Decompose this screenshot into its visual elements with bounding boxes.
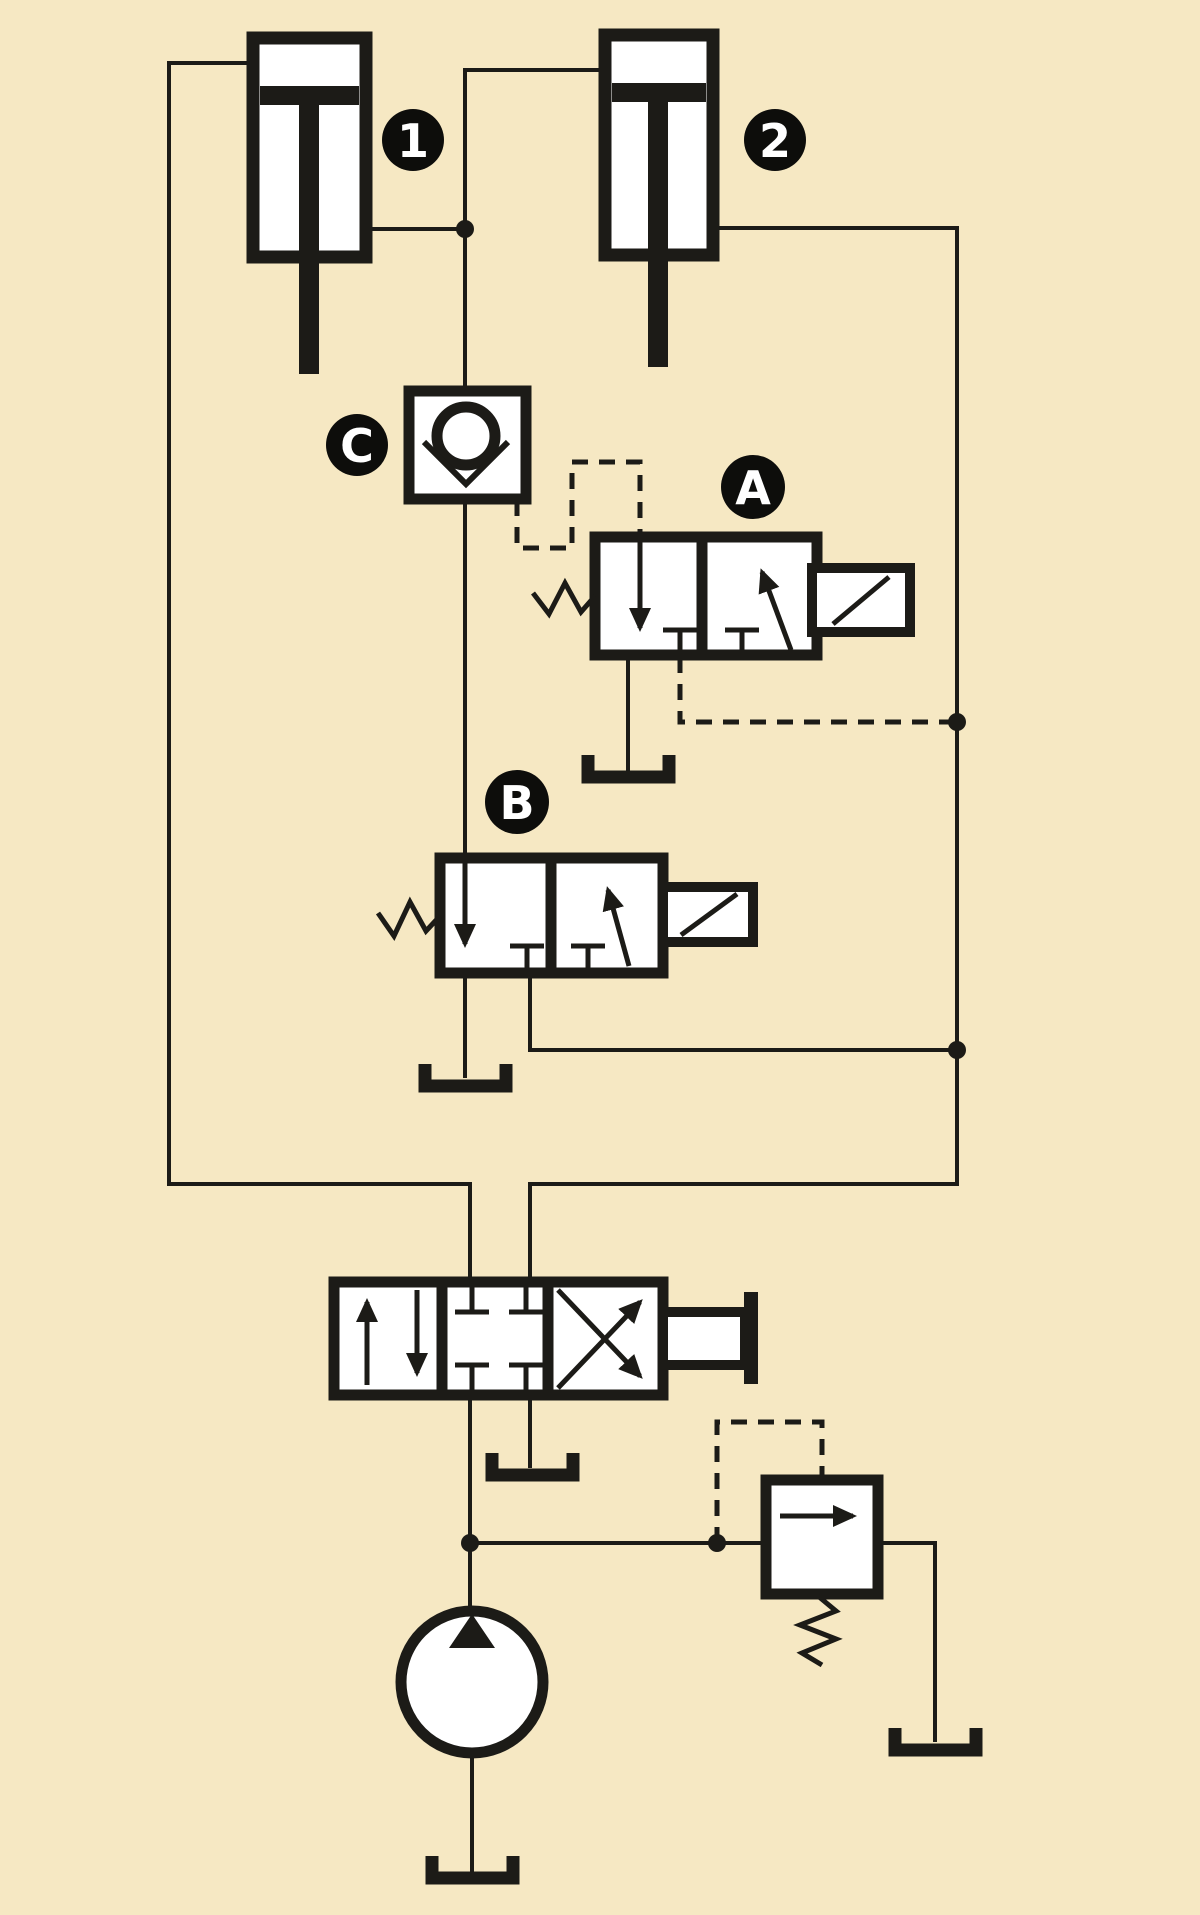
- piping: [167, 61, 959, 1872]
- valve-b-path-diagonal: [602, 886, 632, 967]
- label-cylinder-2: 2: [744, 109, 806, 171]
- valve-a: [531, 531, 915, 661]
- relief-valve: [760, 1474, 884, 1668]
- tank-pump: [425, 1856, 520, 1885]
- label-check-valve-c: C: [326, 414, 388, 476]
- pilot-line-c-to-a: [514, 459, 643, 551]
- label-cylinder-2-text: 2: [759, 114, 791, 168]
- directional-valve-closed-center: [455, 1284, 543, 1393]
- label-cylinder-1: 1: [382, 109, 444, 171]
- pilot-line-relief: [714, 1419, 825, 1543]
- label-valve-a: A: [721, 455, 785, 519]
- tank-symbols: [418, 755, 983, 1885]
- pipe-relief-out: [877, 1541, 937, 1742]
- cylinder-2: [598, 28, 720, 367]
- junction-relief-pilot: [708, 1534, 726, 1552]
- check-valve-c: [403, 385, 532, 505]
- valve-a-spring: [531, 577, 597, 619]
- junction-pilot-sense: [948, 713, 966, 731]
- cylinder-1: [246, 31, 373, 374]
- relief-valve-spring: [793, 1594, 843, 1668]
- label-cylinder-1-text: 1: [397, 114, 429, 168]
- tank-directional-valve: [485, 1453, 580, 1482]
- directional-valve: [328, 1276, 758, 1401]
- junction-b-out: [948, 1041, 966, 1059]
- directional-valve-cross-2: [556, 1288, 643, 1379]
- pipe-node-riser: [463, 68, 605, 392]
- label-valve-b: B: [485, 770, 549, 834]
- valve-b-blocked-port-right: [571, 943, 605, 971]
- label-valve-b-text: B: [499, 776, 534, 830]
- directional-valve-actuator: [658, 1292, 758, 1384]
- pilot-lines: [514, 459, 957, 1543]
- pump-outlet-triangle: [449, 1614, 495, 1648]
- pump: [395, 1605, 549, 1759]
- valve-a-blocked-port-right: [725, 627, 759, 653]
- cylinder-2-rod: [648, 93, 668, 367]
- valve-a-pilot-actuator: [807, 563, 915, 637]
- directional-valve-cross-1: [556, 1299, 643, 1390]
- valve-a-path-diagonal: [758, 568, 794, 651]
- relief-valve-body: [760, 1474, 884, 1600]
- label-valve-a-text: A: [735, 461, 771, 515]
- cylinder-1-piston: [260, 86, 359, 105]
- valve-b-spring: [375, 896, 442, 941]
- label-check-valve-c-text: C: [340, 419, 374, 473]
- directional-valve-body: [328, 1276, 669, 1401]
- cylinder-1-rod: [299, 96, 319, 374]
- pump-circle: [395, 1605, 549, 1759]
- junction-dots: [456, 220, 966, 1552]
- tank-valve-a: [581, 755, 676, 784]
- pilot-line-a-sense: [677, 657, 957, 725]
- pipe-cyl2-port-to-valve: [528, 226, 959, 1282]
- tank-relief-valve: [888, 1728, 983, 1757]
- cylinder-2-piston: [612, 83, 706, 102]
- valve-b: [375, 852, 758, 979]
- valve-a-blocked-port-left: [663, 627, 697, 653]
- check-valve-c-seat: [421, 439, 511, 489]
- pipe-cyl1-cap-to-valve: [167, 61, 472, 1282]
- labels: 1 2 C A B: [326, 109, 806, 834]
- check-valve-c-ball: [431, 401, 501, 471]
- valve-b-blocked-port-left: [510, 943, 544, 971]
- pipe-b-out: [528, 971, 957, 1052]
- junction-cyl1-node: [456, 220, 474, 238]
- tank-valve-b: [418, 1064, 513, 1093]
- junction-pump-line: [461, 1534, 479, 1552]
- valve-b-pilot-actuator: [658, 882, 758, 947]
